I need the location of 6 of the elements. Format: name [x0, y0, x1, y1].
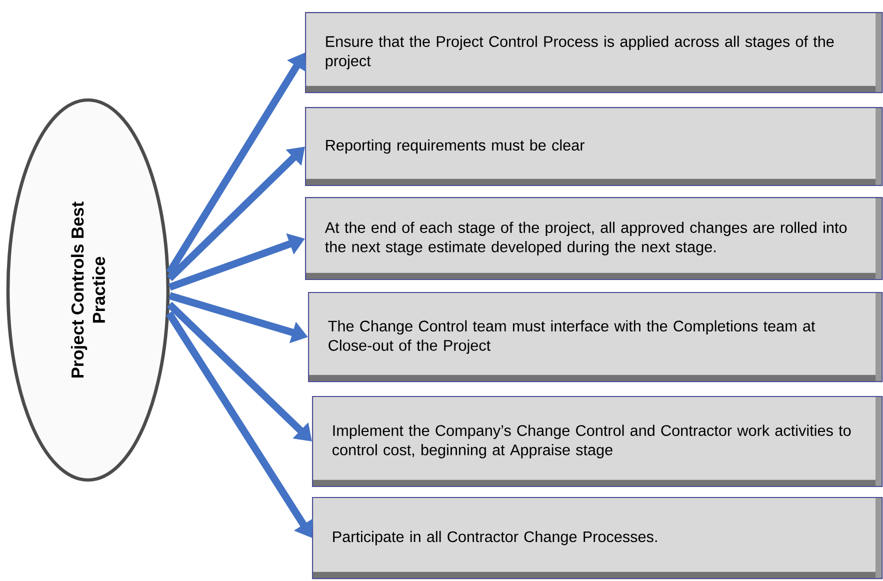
text-box: Participate in all Contractor Change Processes.: [312, 497, 883, 580]
text-box: At the end of each stage of the project, all approved changes are rolled into the next stage estimate developed during the next stage.: [305, 197, 883, 280]
text-box: Ensure that the Project Control Process is applied across all stages of the project: [305, 12, 883, 94]
text-box: Implement the Company’s Change Control and Contractor work activities to control cost, beginning at Appraise stage: [312, 396, 883, 488]
text-box: The Change Control team must interface with the Completions team at Close-out of the Project: [308, 292, 883, 382]
text-box: Reporting requirements must be clear: [305, 107, 883, 186]
